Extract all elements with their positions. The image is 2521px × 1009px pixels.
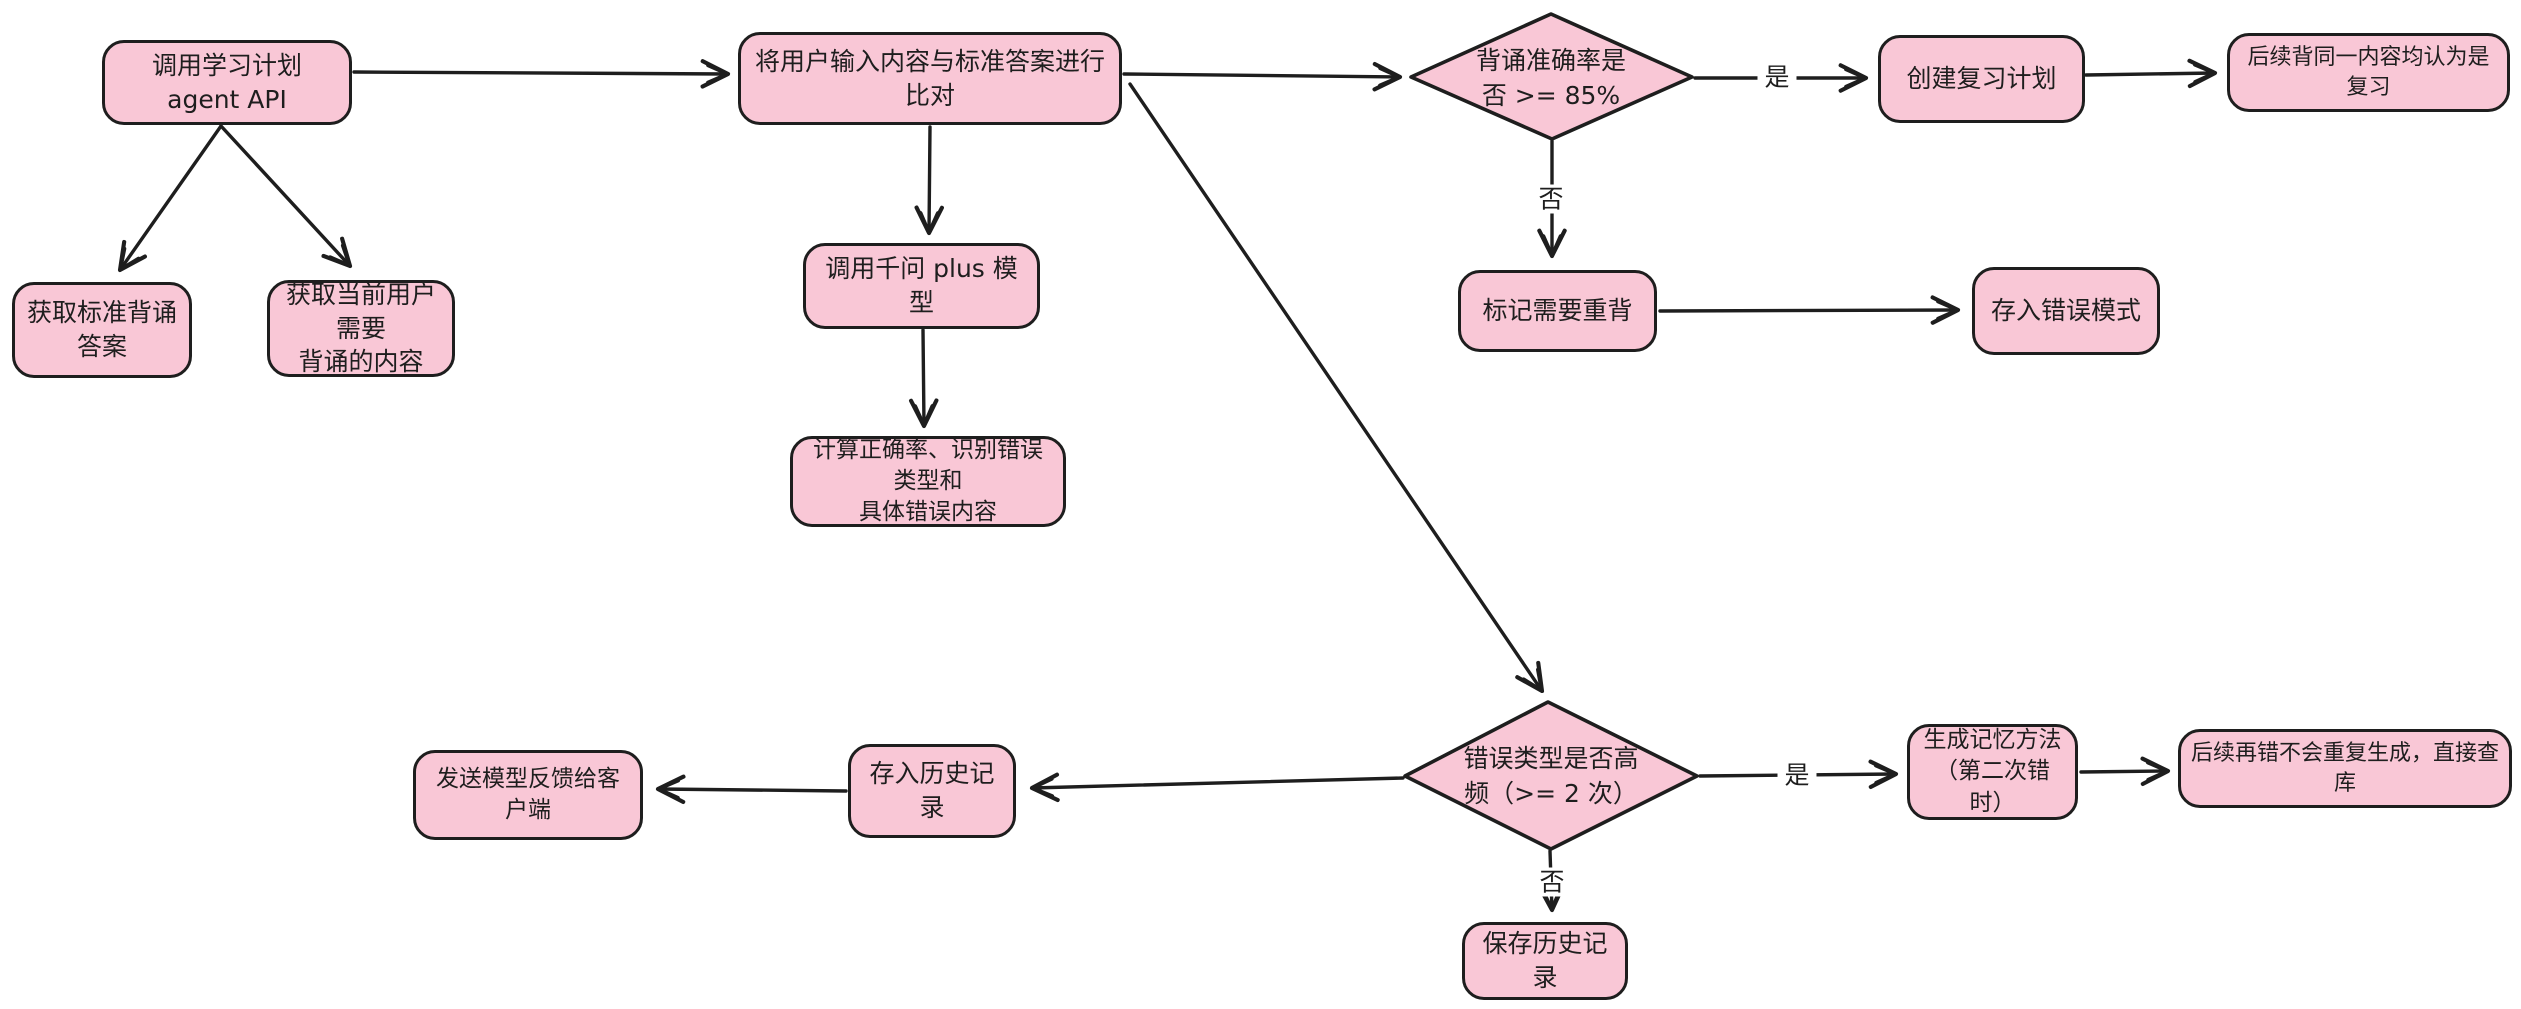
arrow-callapi-to-standard [117, 124, 223, 273]
arrow-compare-to-accuracy [1122, 62, 1403, 92]
node-call-qwen-plus[interactable]: 调用千问 plus 模型 [803, 243, 1040, 329]
decision-frequency-label: 错误类型是否高 频（>= 2 次） [1463, 744, 1639, 808]
node-later-is-review[interactable]: 后续背同一内容均认为是复习 [2227, 33, 2510, 112]
edge-label-frequency-yes: 是 [1777, 760, 1817, 790]
decision-accuracy-shape[interactable] [1409, 12, 1694, 141]
node-no-regenerate[interactable]: 后续再错不会重复生成，直接查库 [2178, 729, 2512, 808]
decision-accuracy-label: 背诵准确率是 否 >= 85% [1475, 45, 1626, 110]
arrow-genmethod-to-noregen [2079, 756, 2171, 787]
node-calc-accuracy[interactable]: 计算正确率、识别错误类型和 具体错误内容 [790, 436, 1066, 527]
node-save-history[interactable]: 保存历史记录 [1462, 922, 1628, 1000]
arrow-compare-to-qwen [914, 125, 944, 236]
arrow-markredo-to-errorpattern [1658, 295, 1961, 325]
node-compare-input[interactable]: 将用户输入内容与标准答案进行比对 [738, 32, 1122, 125]
arrow-storehistory-to-feedback [655, 774, 848, 804]
node-send-feedback[interactable]: 发送模型反馈给客户端 [413, 750, 643, 840]
node-store-error-pattern[interactable]: 存入错误模式 [1972, 267, 2160, 355]
arrow-compare-to-frequency [1128, 82, 1545, 694]
node-get-standard-answer[interactable]: 获取标准背诵答案 [12, 282, 192, 378]
node-call-api[interactable]: 调用学习计划 agent API [102, 40, 352, 125]
node-get-user-content[interactable]: 获取当前用户需要 背诵的内容 [267, 280, 455, 377]
arrow-callapi-to-compare [352, 59, 731, 89]
arrow-frequency-to-storehistory [1029, 772, 1405, 803]
edge-label-accuracy-yes: 是 [1757, 62, 1797, 92]
node-store-history[interactable]: 存入历史记录 [848, 744, 1016, 838]
node-create-review-plan[interactable]: 创建复习计划 [1878, 35, 2085, 123]
arrow-callapi-to-content [219, 124, 353, 269]
decision-frequency-shape[interactable] [1403, 700, 1699, 851]
edge-label-accuracy-no: 否 [1531, 184, 1571, 214]
arrow-createplan-to-review [2084, 58, 2218, 89]
node-gen-memory-method[interactable]: 生成记忆方法 （第二次错时） [1907, 724, 2078, 820]
arrow-qwen-to-calc [909, 328, 939, 429]
edge-label-frequency-no: 否 [1532, 867, 1572, 897]
node-mark-redo[interactable]: 标记需要重背 [1458, 270, 1657, 352]
